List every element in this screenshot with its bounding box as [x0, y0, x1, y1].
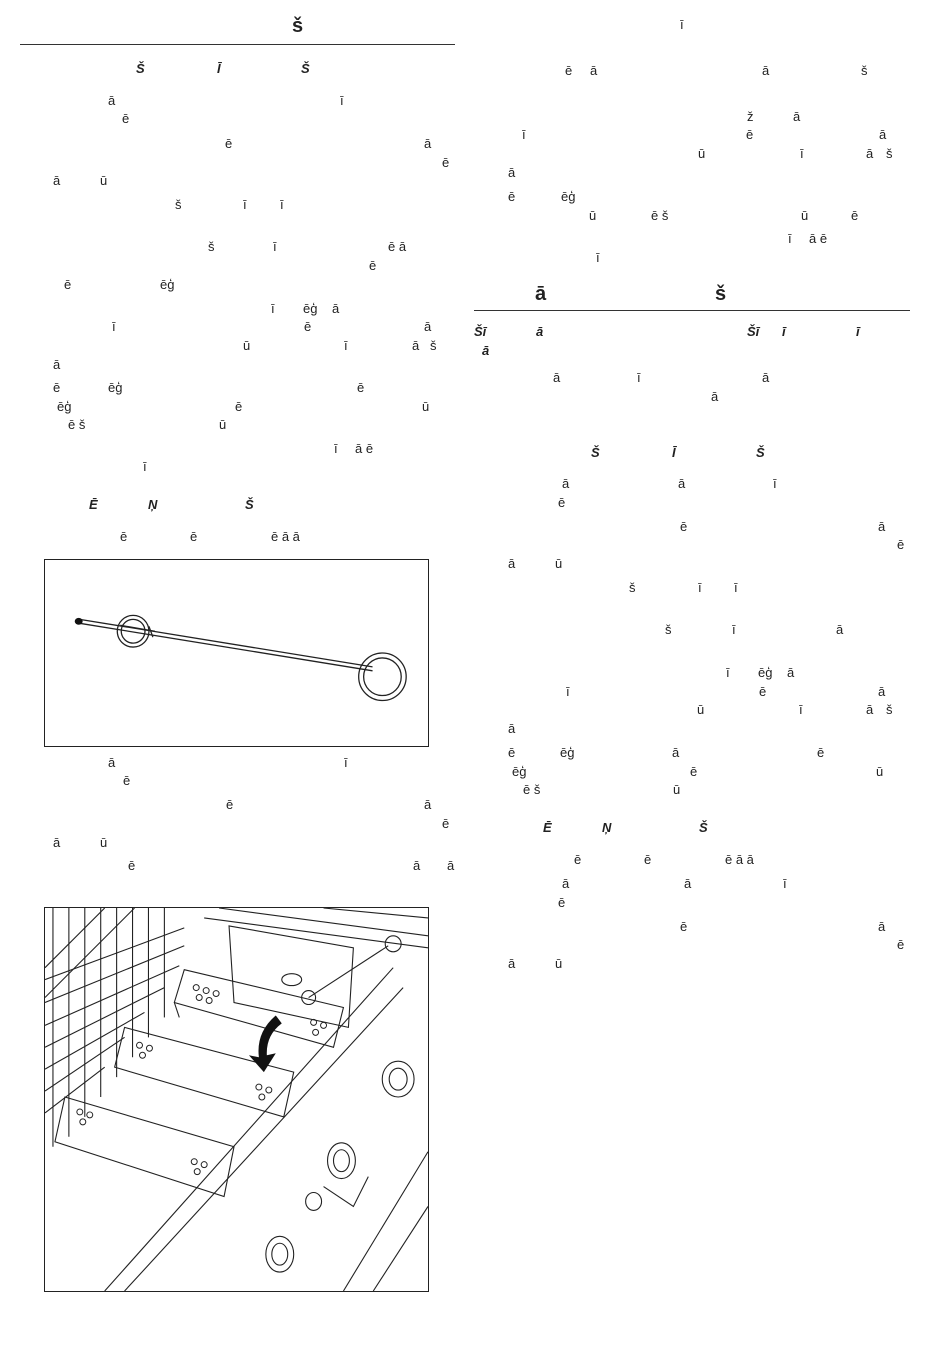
figure-wire-tool: [44, 559, 429, 747]
wire-tool-illustration: [74, 614, 407, 702]
figure-grill-interior: [44, 907, 429, 1292]
grill-interior-illustration: [45, 908, 428, 1291]
left-section-rule: [20, 44, 455, 45]
left-section-title: š: [292, 15, 304, 37]
right-section-rule: [474, 310, 910, 311]
